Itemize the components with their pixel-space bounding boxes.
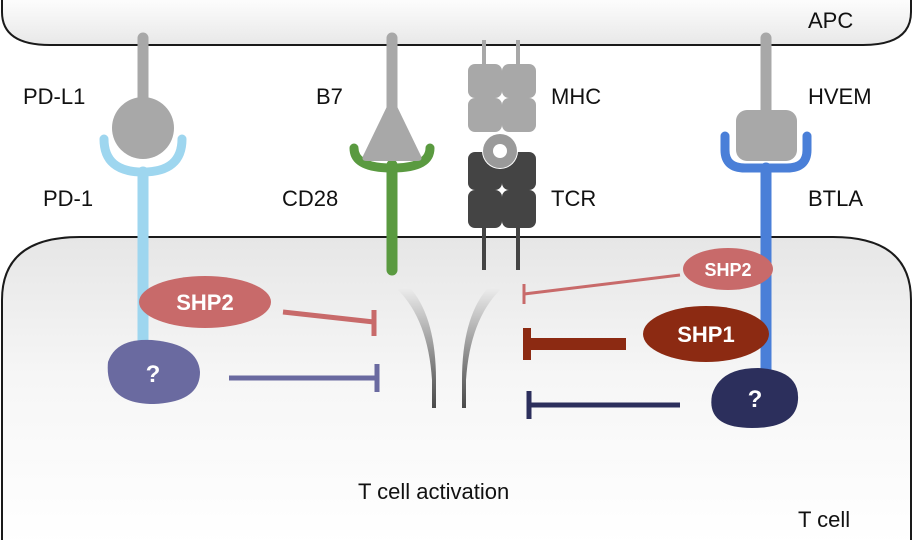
pd-l1-label: PD-L1 [23, 84, 85, 109]
hvem-ligand [736, 32, 797, 161]
mhc-label: MHC [551, 84, 601, 109]
cd28-receptor [349, 143, 435, 276]
mhc-complex [468, 40, 536, 132]
pd-1-label: PD-1 [43, 186, 93, 211]
shp1-right-label: SHP1 [677, 322, 734, 347]
unknown-right-label: ? [748, 386, 763, 413]
b7-ligand [362, 32, 422, 161]
inhibit-shp1-right [523, 328, 626, 360]
pd-1-receptor [99, 134, 187, 356]
unknown-left-label: ? [146, 361, 161, 388]
unknown-right-blob: ? [711, 368, 799, 428]
t-cell-activation-label: T cell activation [358, 479, 509, 504]
pd-l1-ligand [112, 32, 174, 159]
unknown-left-blob: ? [107, 339, 200, 404]
apc-label: APC [808, 8, 853, 33]
t-cell-activation-arrow [398, 287, 500, 455]
hvem-label: HVEM [808, 84, 872, 109]
inhibit-shp2-right [522, 273, 681, 304]
btla-label: BTLA [808, 186, 863, 211]
tcr-label: TCR [551, 186, 596, 211]
shp1-right-blob: SHP1 [643, 306, 769, 362]
inhibit-shp2-left [282, 309, 377, 336]
shp2-left-blob: SHP2 [139, 276, 271, 328]
shp2-right-label: SHP2 [704, 260, 751, 280]
apc-membrane [1, 0, 912, 46]
inhibit-unknown-right [526, 391, 680, 419]
cd28-label: CD28 [282, 186, 338, 211]
b7-label: B7 [316, 84, 343, 109]
inhibit-unknown-left [229, 364, 380, 392]
shp2-right-blob: SHP2 [683, 248, 773, 290]
shp2-left-label: SHP2 [176, 290, 233, 315]
peptide-ring [482, 133, 518, 169]
t-cell-label: T cell [798, 507, 850, 532]
